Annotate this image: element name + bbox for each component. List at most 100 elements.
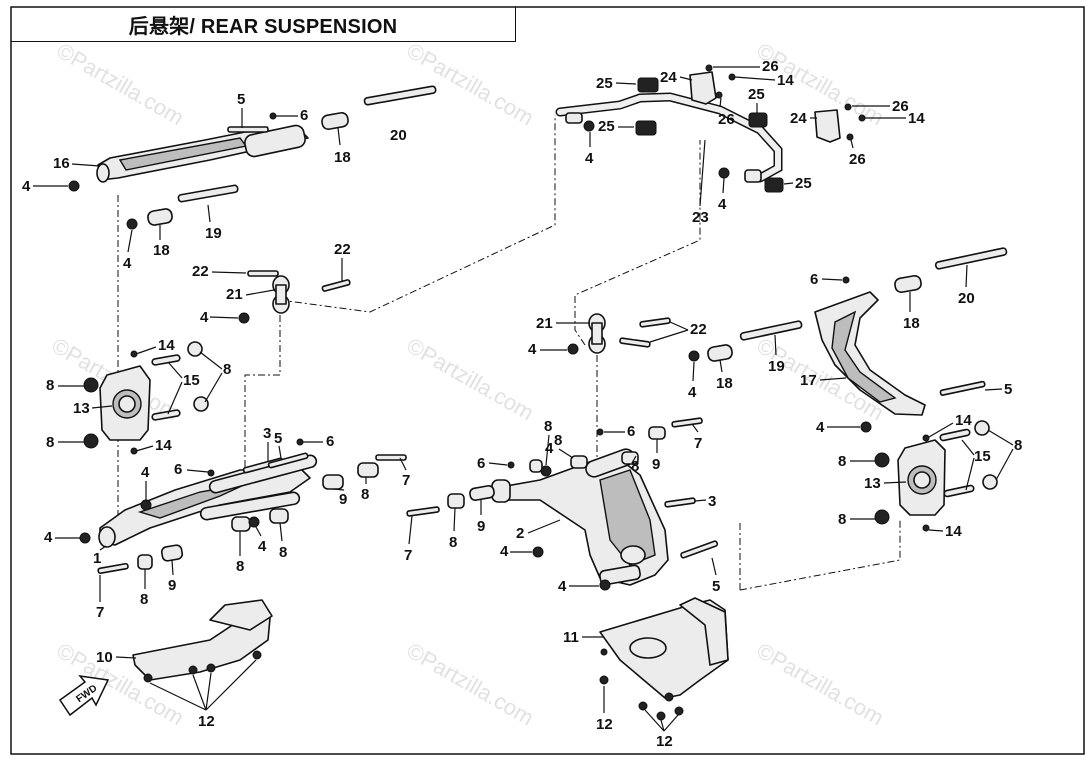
fwd-arrow-icon: FWD <box>58 674 110 717</box>
callout-15: 15 <box>974 448 991 465</box>
callout-4: 4 <box>558 578 567 595</box>
callout-14: 14 <box>777 72 794 89</box>
callout-4: 4 <box>585 150 594 167</box>
callout-8: 8 <box>279 544 287 561</box>
callout-14: 14 <box>955 412 972 429</box>
watermark: ©Partzilla.com <box>753 638 889 731</box>
lower-arm-left <box>79 438 407 575</box>
title-box: 后悬架/ REAR SUSPENSION <box>11 7 516 42</box>
callout-9: 9 <box>168 577 176 594</box>
knuckle-right <box>874 420 998 532</box>
callout-18: 18 <box>334 149 351 166</box>
watermark: ©Partzilla.com <box>403 333 539 426</box>
callout-8: 8 <box>46 377 54 394</box>
callout-4: 4 <box>44 529 53 546</box>
callout-4: 4 <box>200 309 209 326</box>
callout-1: 1 <box>93 550 101 567</box>
callout-14: 14 <box>158 337 175 354</box>
callout-8: 8 <box>838 511 846 528</box>
callout-6: 6 <box>326 433 334 450</box>
knuckle-left <box>83 341 209 455</box>
callout-8: 8 <box>544 418 552 435</box>
upper-arm-right <box>688 247 1008 433</box>
callout-10: 10 <box>96 649 113 666</box>
callout-7: 7 <box>694 435 702 452</box>
lower-arm-right <box>406 417 719 591</box>
callout-13: 13 <box>73 400 90 417</box>
callout-11: 11 <box>563 629 579 646</box>
callout-4: 4 <box>141 464 150 481</box>
callout-25: 25 <box>748 86 765 103</box>
bushing-25 <box>635 77 784 193</box>
watermarks: ©Partzilla.com ©Partzilla.com ©Partzilla… <box>48 38 889 731</box>
callout-22: 22 <box>192 263 209 280</box>
callout-4: 4 <box>688 384 697 401</box>
callout-3: 3 <box>708 493 716 510</box>
callout-9: 9 <box>652 456 660 473</box>
callout-8: 8 <box>46 434 54 451</box>
callout-6: 6 <box>477 455 485 472</box>
callout-2: 2 <box>516 525 524 542</box>
callout-8: 8 <box>554 432 562 449</box>
callout-14: 14 <box>155 437 172 454</box>
callout-5: 5 <box>1004 381 1012 398</box>
watermark: ©Partzilla.com <box>53 38 189 131</box>
callout-8: 8 <box>631 458 639 475</box>
callout-8: 8 <box>449 534 457 551</box>
callout-4: 4 <box>816 419 825 436</box>
callout-5: 5 <box>712 578 720 595</box>
callout-20: 20 <box>390 127 407 144</box>
callout-4: 4 <box>545 440 554 457</box>
callout-8: 8 <box>1014 437 1022 454</box>
callout-12: 12 <box>656 733 673 750</box>
callout-22: 22 <box>690 321 707 338</box>
callout-26: 26 <box>892 98 909 115</box>
skid-plate-left <box>132 599 273 683</box>
callout-8: 8 <box>236 558 244 575</box>
callout-16: 16 <box>53 155 70 172</box>
callout-21: 21 <box>226 286 243 303</box>
callout-12: 12 <box>198 713 215 730</box>
callout-13: 13 <box>864 475 881 492</box>
callout-21: 21 <box>536 315 553 332</box>
callout-14: 14 <box>945 523 962 540</box>
callout-9: 9 <box>339 491 347 508</box>
callout-5: 5 <box>237 91 245 108</box>
callout-24: 24 <box>660 69 677 86</box>
callout-19: 19 <box>205 225 222 242</box>
callout-4: 4 <box>718 196 727 213</box>
callout-4: 4 <box>500 543 509 560</box>
callout-4: 4 <box>22 178 31 195</box>
callouts: 5 6 20 18 16 4 19 18 4 22 22 21 4 14 15 … <box>22 58 1022 750</box>
stab-link-left <box>238 270 351 324</box>
diagram-border <box>10 6 1085 755</box>
callout-7: 7 <box>402 472 410 489</box>
skid-plate-right <box>599 597 729 721</box>
watermark: ©Partzilla.com <box>403 38 539 131</box>
callout-6: 6 <box>174 461 182 478</box>
callout-23: 23 <box>692 209 709 226</box>
callout-26: 26 <box>849 151 866 168</box>
callout-26: 26 <box>762 58 779 75</box>
upper-arm-left <box>68 85 437 230</box>
callout-5: 5 <box>274 430 282 447</box>
stabilizer-bar <box>555 64 866 193</box>
callout-8: 8 <box>361 486 369 503</box>
callout-4: 4 <box>528 341 537 358</box>
callout-18: 18 <box>153 242 170 259</box>
callout-4: 4 <box>258 538 267 555</box>
callout-25: 25 <box>598 118 615 135</box>
callout-6: 6 <box>300 107 308 124</box>
callout-25: 25 <box>596 75 613 92</box>
callout-24: 24 <box>790 110 807 127</box>
callout-8: 8 <box>223 361 231 378</box>
callout-3: 3 <box>263 425 271 442</box>
callout-17: 17 <box>800 372 817 389</box>
callout-7: 7 <box>404 547 412 564</box>
stab-link-right <box>567 313 671 355</box>
watermark: ©Partzilla.com <box>403 638 539 731</box>
callout-6: 6 <box>810 271 818 288</box>
callout-18: 18 <box>903 315 920 332</box>
callout-18: 18 <box>716 375 733 392</box>
